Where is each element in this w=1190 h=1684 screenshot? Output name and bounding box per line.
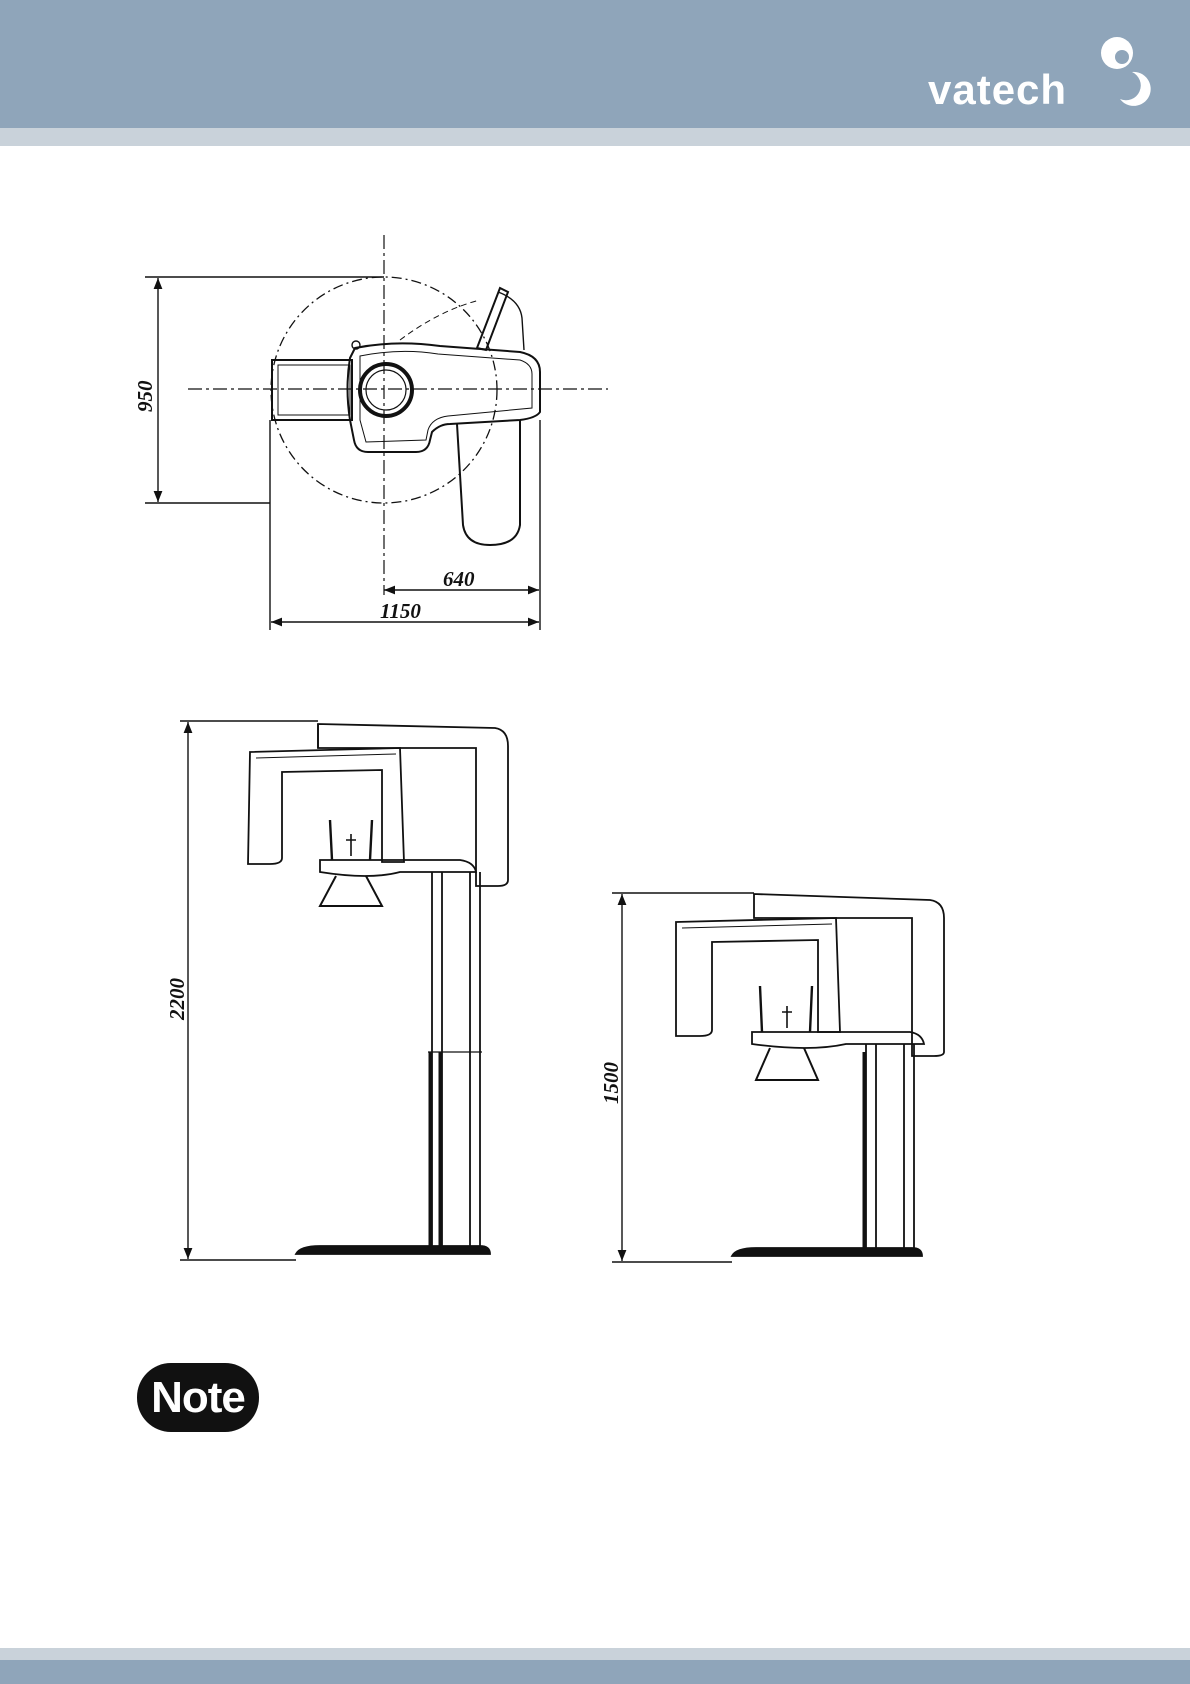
- dim-1150-label: 1150: [380, 599, 421, 623]
- note-badge: Note: [137, 1363, 259, 1432]
- top-view-drawing: [188, 235, 608, 595]
- side-view-retracted-dimension: [612, 893, 754, 1262]
- top-view-dimensions: [145, 277, 540, 630]
- side-view-retracted-drawing: [676, 894, 944, 1256]
- dim-2200-label: 2200: [165, 978, 189, 1022]
- dim-950-label: 950: [133, 380, 157, 412]
- footer-strip: [0, 1648, 1190, 1660]
- footer-band: [0, 1660, 1190, 1684]
- dim-640-label: 640: [443, 567, 475, 591]
- side-view-extended-drawing: [248, 724, 508, 1254]
- dim-1500-label: 1500: [599, 1062, 623, 1105]
